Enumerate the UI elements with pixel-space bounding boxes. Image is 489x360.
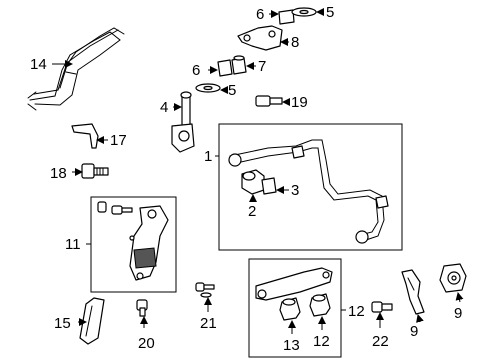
part-10-bracket [401, 269, 425, 315]
callout-3: 3 [291, 182, 299, 199]
callout-11: 11 [65, 236, 81, 253]
bracket-box [248, 258, 342, 358]
part-5-washer-mid [195, 83, 221, 93]
part-20-bolt [136, 299, 148, 317]
part-2-bushing [241, 169, 265, 195]
part-3-cushion [261, 177, 277, 195]
part-7-bushing [231, 55, 247, 75]
part-1-stabilizer-bar [228, 139, 389, 244]
callout-21: 21 [200, 315, 217, 332]
part-12-bracket [255, 267, 333, 301]
part-9-mount [439, 263, 467, 293]
callout-19: 19 [291, 94, 308, 111]
callout-7: 7 [258, 58, 266, 75]
callout-14-label: 12 [313, 333, 330, 350]
part-6-cushion-top [278, 9, 295, 25]
part-16-line-assembly [27, 27, 125, 111]
callout-6b: 6 [192, 62, 200, 79]
callout-13: 13 [283, 337, 300, 354]
part-14-bushing [309, 293, 331, 317]
callout-1: 1 [204, 148, 212, 165]
callout-22: 22 [372, 333, 389, 350]
stabilizer-bar-box [218, 123, 403, 251]
part-13-bushing [279, 297, 301, 321]
part-18-bolt [81, 163, 109, 179]
part-15-bracket [79, 297, 105, 345]
callout-18: 18 [50, 165, 67, 182]
part-8-bracket [237, 25, 283, 51]
callout-8: 8 [291, 34, 299, 51]
callout-4: 4 [160, 99, 168, 116]
part-11-end-link [97, 201, 169, 281]
part-21-bolt [195, 282, 215, 298]
callout-5b: 5 [228, 82, 236, 99]
callout-20: 20 [138, 335, 155, 352]
callout-9-label: 9 [454, 305, 462, 322]
callout-5a: 5 [326, 4, 334, 21]
part-22-bolt [371, 301, 393, 313]
callout-6a: 6 [256, 6, 264, 23]
callout-10: 9 [410, 323, 418, 340]
part-4-link [171, 91, 195, 153]
part-5-washer-top [291, 7, 317, 17]
part-6-cushion-mid [217, 59, 233, 77]
part-17-bracket [71, 123, 99, 149]
callout-16: 14 [30, 56, 47, 73]
part-19-bolt [255, 95, 283, 107]
callout-17: 17 [110, 132, 127, 149]
callout-2: 2 [248, 203, 256, 220]
callout-12: 12 [348, 303, 365, 320]
callout-15: 15 [54, 315, 71, 332]
